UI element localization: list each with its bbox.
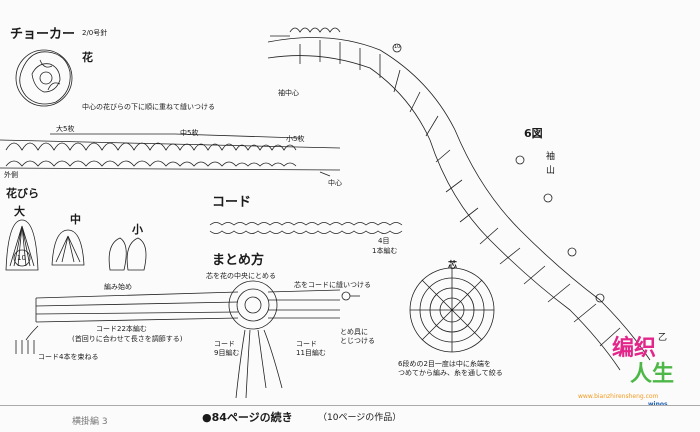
core-label: 芯 — [448, 261, 458, 271]
petal-large-label: 大 — [14, 205, 25, 218]
watermark-line2: 人生 — [630, 362, 675, 387]
petal-diagrams — [5, 219, 147, 271]
sleeve-cap-diagram — [267, 27, 651, 371]
strip-outer-label: 外側 — [4, 171, 18, 179]
strip-small-label: 小5枚 — [286, 135, 305, 143]
petals-label: 花びら — [6, 187, 39, 200]
strip-center-label: 中心 — [328, 179, 342, 187]
assembly-adjust: (首回りに合わせて長さを調節する) — [72, 335, 183, 343]
footer-work-ref: （10ページの作品） — [318, 413, 402, 423]
cord-title: コード — [212, 195, 252, 210]
hook-size: 2/0号針 — [82, 29, 108, 37]
assembly-title: まとめ方 — [212, 253, 265, 268]
footer-cut-text: 横掛編 3 — [72, 417, 108, 427]
sleeve-cap-label: 袖 山 — [546, 152, 556, 177]
sleeve-tag-yi: 乙 — [658, 333, 668, 343]
assembly-center-note: 芯を花の中央にとめる — [206, 272, 276, 280]
core-note: 6段めの2目一度は中に糸端を つめてから編み、糸を通して絞る — [398, 360, 503, 378]
strip-medium-label: 中5枚 — [180, 129, 199, 137]
assembly-illustration — [15, 280, 360, 399]
sleeve-figure-label: 6図 — [524, 127, 543, 140]
cord-count: 1本編む — [372, 247, 398, 255]
watermark-line1: 编织 — [612, 336, 657, 361]
core-diagram — [409, 267, 495, 353]
flower-note: 中心の花びらの下に順に重ねて縫いつける — [82, 103, 215, 111]
page-footer: 横掛編 3 ●84ページの続き （10ページの作品） — [0, 405, 700, 432]
assembly-sew-note: 芯をコードに縫いつける — [294, 281, 371, 289]
petal-medium-label: 中 — [70, 213, 81, 226]
assembly-cord-11: コード 11目編む — [296, 340, 326, 358]
footer-page-ref: ●84ページの続き — [202, 411, 293, 424]
cord-diagram — [209, 222, 403, 234]
assembly-bundle: コード4本を束ねる — [38, 353, 99, 361]
site-watermark: 编织 人生 www.bianzhirensheng.com winos — [578, 336, 698, 408]
sleeve-center-label: 袖中心 — [278, 89, 299, 97]
assembly-cord-9: コード 9目編む — [214, 340, 240, 358]
watermark-site: www.bianzhirensheng.com — [578, 393, 659, 400]
flower-label: 花 — [82, 51, 93, 64]
choker-title: チョーカー — [10, 27, 76, 42]
assembly-cord22: コード22本編む — [96, 325, 147, 333]
cord-rows: 4目 — [378, 237, 390, 245]
petal-start-label: 編み始め — [104, 283, 132, 291]
petal-small-label: 小 — [132, 223, 143, 236]
strip-large-label: 大5枚 — [56, 125, 75, 133]
petal-strip — [0, 133, 341, 177]
flower-illustration — [15, 49, 73, 107]
petal-circle-number: 10 — [17, 254, 26, 262]
watermark-url: winos — [648, 401, 668, 408]
sleeve-row-marker: 10 — [394, 44, 401, 50]
assembly-clasp: とめ具に とじつける — [340, 328, 375, 346]
